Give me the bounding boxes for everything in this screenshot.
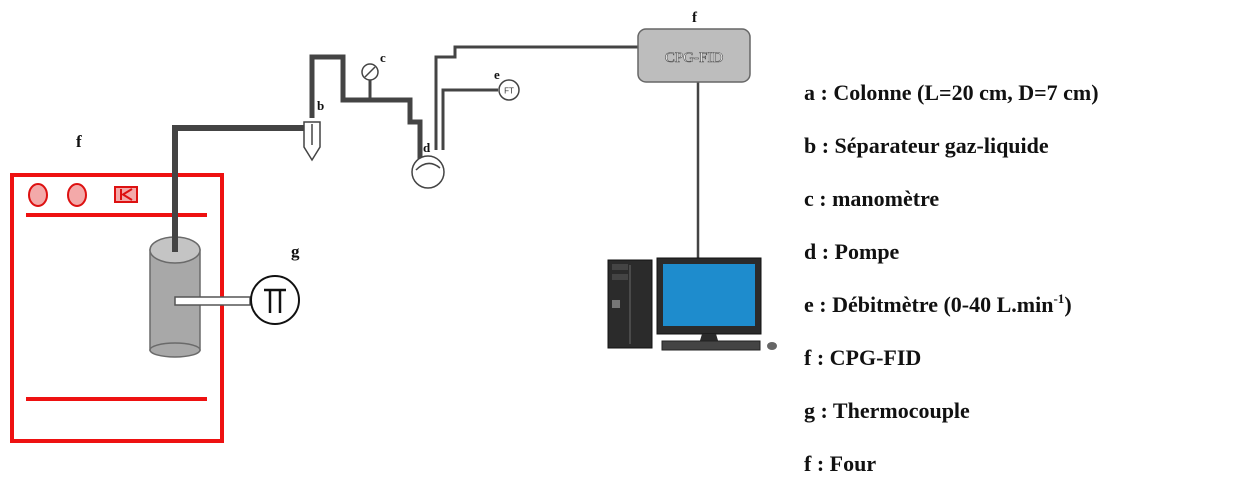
legend-item-a: a : Colonne (L=20 cm, D=7 cm) [804,80,1099,105]
separator [303,121,321,162]
legend: a : Colonne (L=20 cm, D=7 cm) b : Sépara… [804,66,1244,490]
setup-diagram: b c d FT e CPG-FID f f g [10,10,777,443]
manometer-icon [361,63,379,81]
legend-item-e: e : Débitmètre (0-40 L.min-1) [804,291,1072,317]
thermocouple-icon [250,275,300,325]
flowmeter-icon [498,79,520,101]
label-f-cpg: f [692,10,698,26]
thermocouple-probe [174,296,251,306]
label-b: b [317,98,324,113]
oven-knob-2-icon [67,183,87,207]
legend-item-c: c : manomètre [804,186,940,211]
legend-item-f-cpg: f : CPG-FID [804,345,922,370]
legend-item-d: d : Pompe [804,239,900,264]
keyboard-icon [661,340,761,351]
label-f-oven: f [76,132,82,151]
label-e: e [494,67,500,82]
monitor-screen [663,264,755,326]
thermocouple [174,275,300,325]
mouse-icon [767,342,777,350]
cpg-fid-box [637,28,751,83]
oven-display-icon [114,186,138,203]
cpg-fid-box-label: CPG-FID [665,50,724,66]
flowmeter-text: FT [504,87,514,96]
legend-item-f-four: f : Four [804,451,877,476]
label-c: c [380,50,386,65]
pump-icon [411,155,445,189]
piping [172,45,700,258]
oven-frame [10,173,224,443]
legend-item-g: g : Thermocouple [804,398,970,423]
label-g: g [291,242,300,261]
label-d: d [423,140,431,155]
legend-item-b: b : Séparateur gaz-liquide [804,133,1049,158]
oven-knob-1-icon [28,183,48,207]
computer-icon [607,257,777,351]
